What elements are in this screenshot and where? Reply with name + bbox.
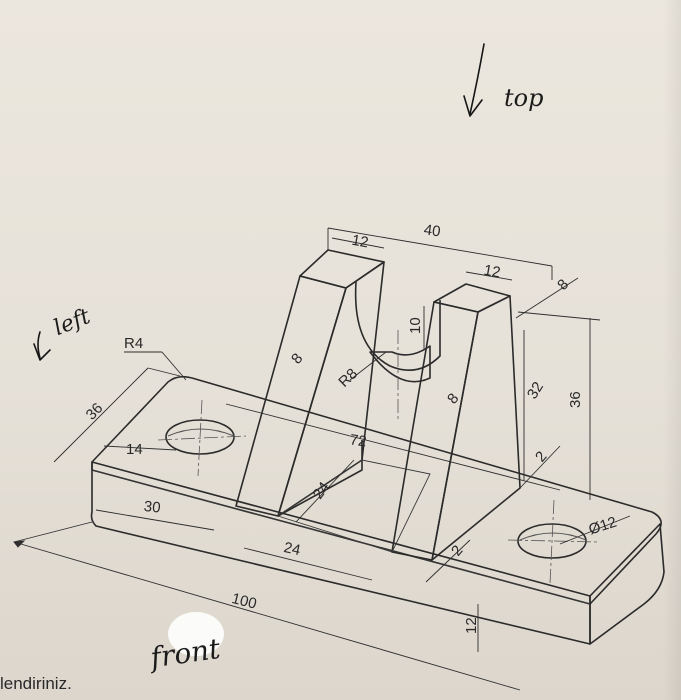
dim-base-thickness: 12 bbox=[463, 617, 480, 634]
base-plate bbox=[90, 375, 665, 645]
dim-overall-length: 100 bbox=[230, 590, 258, 613]
footer-instruction-text: lendiriniz. bbox=[0, 674, 72, 693]
dim-inner-span: 72 bbox=[349, 431, 368, 450]
dim-height-36: 36 bbox=[567, 391, 584, 408]
page-shadow bbox=[663, 0, 681, 700]
dim-rib-height: 24 bbox=[310, 479, 334, 502]
dimension-lines bbox=[13, 227, 631, 691]
dim-base-depth: 36 bbox=[83, 400, 107, 424]
top-arrow-icon bbox=[469, 43, 485, 115]
dim-left-top: 12 bbox=[350, 232, 369, 252]
dimension-labels: 100 36 14 30 40 12 12 8 10 R8 8 8 72 24 … bbox=[83, 221, 619, 634]
dim-slot-radius: R8 bbox=[335, 365, 361, 391]
dim-hole-x: 14 bbox=[126, 441, 143, 458]
note-top: top bbox=[504, 84, 543, 112]
upright-left bbox=[235, 249, 385, 517]
dim-gap-lower: 2 bbox=[448, 542, 466, 559]
white-out-smudge bbox=[168, 612, 224, 656]
dim-height-32: 32 bbox=[524, 379, 547, 402]
dim-rib-base: 24 bbox=[282, 539, 302, 559]
note-front: front bbox=[146, 632, 223, 675]
handwritten-notes: top left front bbox=[33, 43, 543, 675]
slot-r8 bbox=[354, 281, 441, 383]
dim-upright-span: 40 bbox=[423, 221, 442, 240]
dim-right-top: 12 bbox=[482, 262, 501, 282]
dim-slot-depth: 10 bbox=[407, 317, 424, 334]
center-lines bbox=[157, 330, 599, 585]
note-left: left bbox=[50, 304, 94, 341]
dim-left-wall: 8 bbox=[288, 350, 306, 367]
dim-hole-offset: 30 bbox=[143, 498, 161, 517]
dim-corner-radius: R4 bbox=[124, 335, 143, 352]
dim-hole-diameter: Ø12 bbox=[587, 514, 619, 539]
dim-gap-upper: 2 bbox=[532, 448, 550, 465]
left-arrow-icon bbox=[37, 331, 41, 359]
dim-right-wall: 8 bbox=[444, 390, 462, 407]
